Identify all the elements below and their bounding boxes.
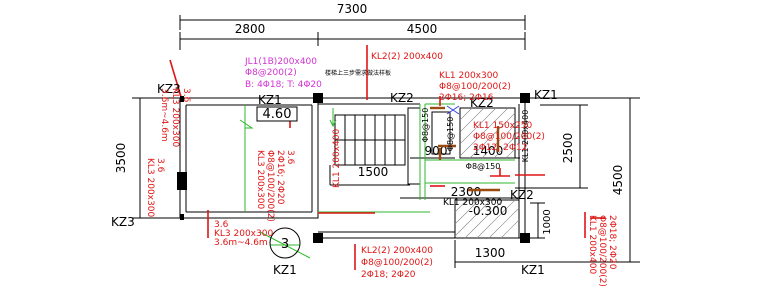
reinforcement-bars (430, 106, 500, 192)
kl3-bottom-line1: 3.6 (214, 220, 229, 230)
kl3-mid-vertical-2: Φ8@100/200(2) (265, 150, 275, 222)
column-label-kz2-right: KZ2 (470, 96, 494, 110)
kl2-top-label: KL2(2) 200x400 (371, 52, 443, 62)
dim-left-height: 3500 (114, 143, 128, 174)
blue-marks (446, 105, 460, 115)
kl3-left-vertical-2: 3.6 (155, 158, 165, 173)
column-label-kz1-right-bottom: KZ1 (521, 263, 545, 277)
jl1-label-line2: Φ8@200(2) (245, 68, 297, 78)
dim-left-width: 2800 (235, 22, 266, 36)
column-label-kz3-top: KZ3 (157, 82, 181, 96)
rebar-label-phi8-150b: Φ8@150 (446, 117, 455, 152)
column-label-kz1-upper: KZ1 (258, 93, 282, 107)
jl1-label-line1: JL1(1B)200x400 (244, 57, 317, 67)
column-label-kz3-left: KZ3 (111, 215, 135, 229)
beam-lines (169, 45, 605, 270)
kl2-bottom-line2: Φ8@100/200(2) (361, 258, 433, 268)
kl3-mid-vertical-3: 2Φ16; 2Φ20 (275, 150, 285, 205)
kl2-bottom-line1: KL2(2) 200x400 (361, 246, 433, 256)
column-label-kz2-mid: KZ2 (390, 91, 414, 105)
elevation-markers (256, 106, 301, 259)
kl1-mid-vertical-small: KL1 200x400 (521, 110, 530, 163)
kl1-mid-line2: Φ8@100/200(2) (473, 132, 545, 142)
kl1-top-line2: Φ8@100/200(2) (439, 82, 511, 92)
kl3-top-vertical-3: 3.6 (181, 88, 191, 103)
kl1-mid-vertical: KL1 200x400 (332, 129, 342, 188)
column-left-wall (177, 172, 187, 190)
column-kz1-upper-right (520, 93, 530, 103)
column-kz1-lower-left (313, 233, 323, 243)
walls (179, 97, 526, 239)
rebar-label-phi8-150c: Φ8@150 (466, 162, 501, 171)
jl1-label-line3: B: 4Φ18; T: 4Φ20 (245, 80, 322, 90)
kl3-left-vertical-1: KL3 200x300 (145, 158, 155, 217)
kl3-bottom-line3: 3.6m~4.6m (214, 238, 268, 248)
elevation-label-3: 3 (281, 237, 289, 252)
red-annotations: KL2(2) 200x400 KL1 200x300 Φ8@100/200(2)… (145, 52, 617, 287)
dim-right-height: 4500 (611, 165, 625, 196)
kl1-low-label: KL1 200x300 (443, 198, 502, 208)
kl1-mid-line3: 2Φ12; 2Φ12 (473, 143, 527, 153)
kl2-bottom-line3: 2Φ18; 2Φ20 (361, 270, 416, 280)
kl3-top-vertical-1: 3.6m~4.6m (159, 88, 169, 142)
elevation-box-460 (256, 106, 298, 122)
elevation-label-460: 4.60 (263, 107, 292, 122)
dim-1000: 1000 (542, 209, 553, 234)
kl1-top-line1: KL1 200x300 (439, 71, 498, 81)
dim-1300: 1300 (475, 246, 506, 260)
kl3-bottom-line2: KL3 200x300 (214, 229, 273, 239)
kl3-top-vertical-2: KL3 200x300 (170, 88, 180, 147)
dim-stair-width: 1500 (358, 165, 389, 179)
elevation-circle (269, 227, 301, 259)
column-label-kz1-bottom: KZ1 (273, 263, 297, 277)
slab-lines (239, 103, 515, 259)
dim-2500: 2500 (561, 133, 575, 164)
kl1-right-vertical-3: 2Φ18; 2Φ20 (607, 215, 617, 270)
note-chinese: 楼梯上三步需求做法样板 (325, 69, 391, 77)
dimension-labels: 7300 2800 4500 3500 4500 2500 1000 1500 … (114, 2, 625, 260)
columns (177, 93, 530, 243)
column-label-kz2-low: KZ2 (510, 188, 534, 202)
kl3-mid-vertical-1: KL3 200x300 (255, 150, 265, 209)
column-labels: KZ3 KZ1 KZ2 KZ2 KZ1 KZ3 KZ2 KZ1 KZ1 4.60… (111, 69, 558, 277)
kl1-right-vertical-2: Φ8@100/200(2) (597, 215, 607, 287)
elevation-label-neg030: -0.300 (469, 204, 508, 218)
rebar-label-phi8-150a: Φ8@150 (421, 108, 430, 143)
kl1-top-line3: 2Φ16; 2Φ16 (439, 93, 494, 103)
dim-2300: 2300 (451, 185, 482, 199)
dim-total-width: 7300 (337, 2, 368, 16)
dim-right-width: 4500 (407, 22, 438, 36)
column-kz1-upper-left (313, 93, 323, 103)
kl1-mid-line1: KL1 150x250 (473, 121, 532, 131)
column-kz1-lower-right (520, 233, 530, 243)
column-label-kz1-right-top: KZ1 (534, 88, 558, 102)
kl3-mid-vertical-4: 3.6 (285, 150, 295, 165)
kl1-right-vertical-1: KL1 200x400 (587, 215, 597, 274)
jl1-annotation: JL1(1B)200x400 Φ8@200(2) B: 4Φ18; T: 4Φ2… (244, 57, 322, 90)
